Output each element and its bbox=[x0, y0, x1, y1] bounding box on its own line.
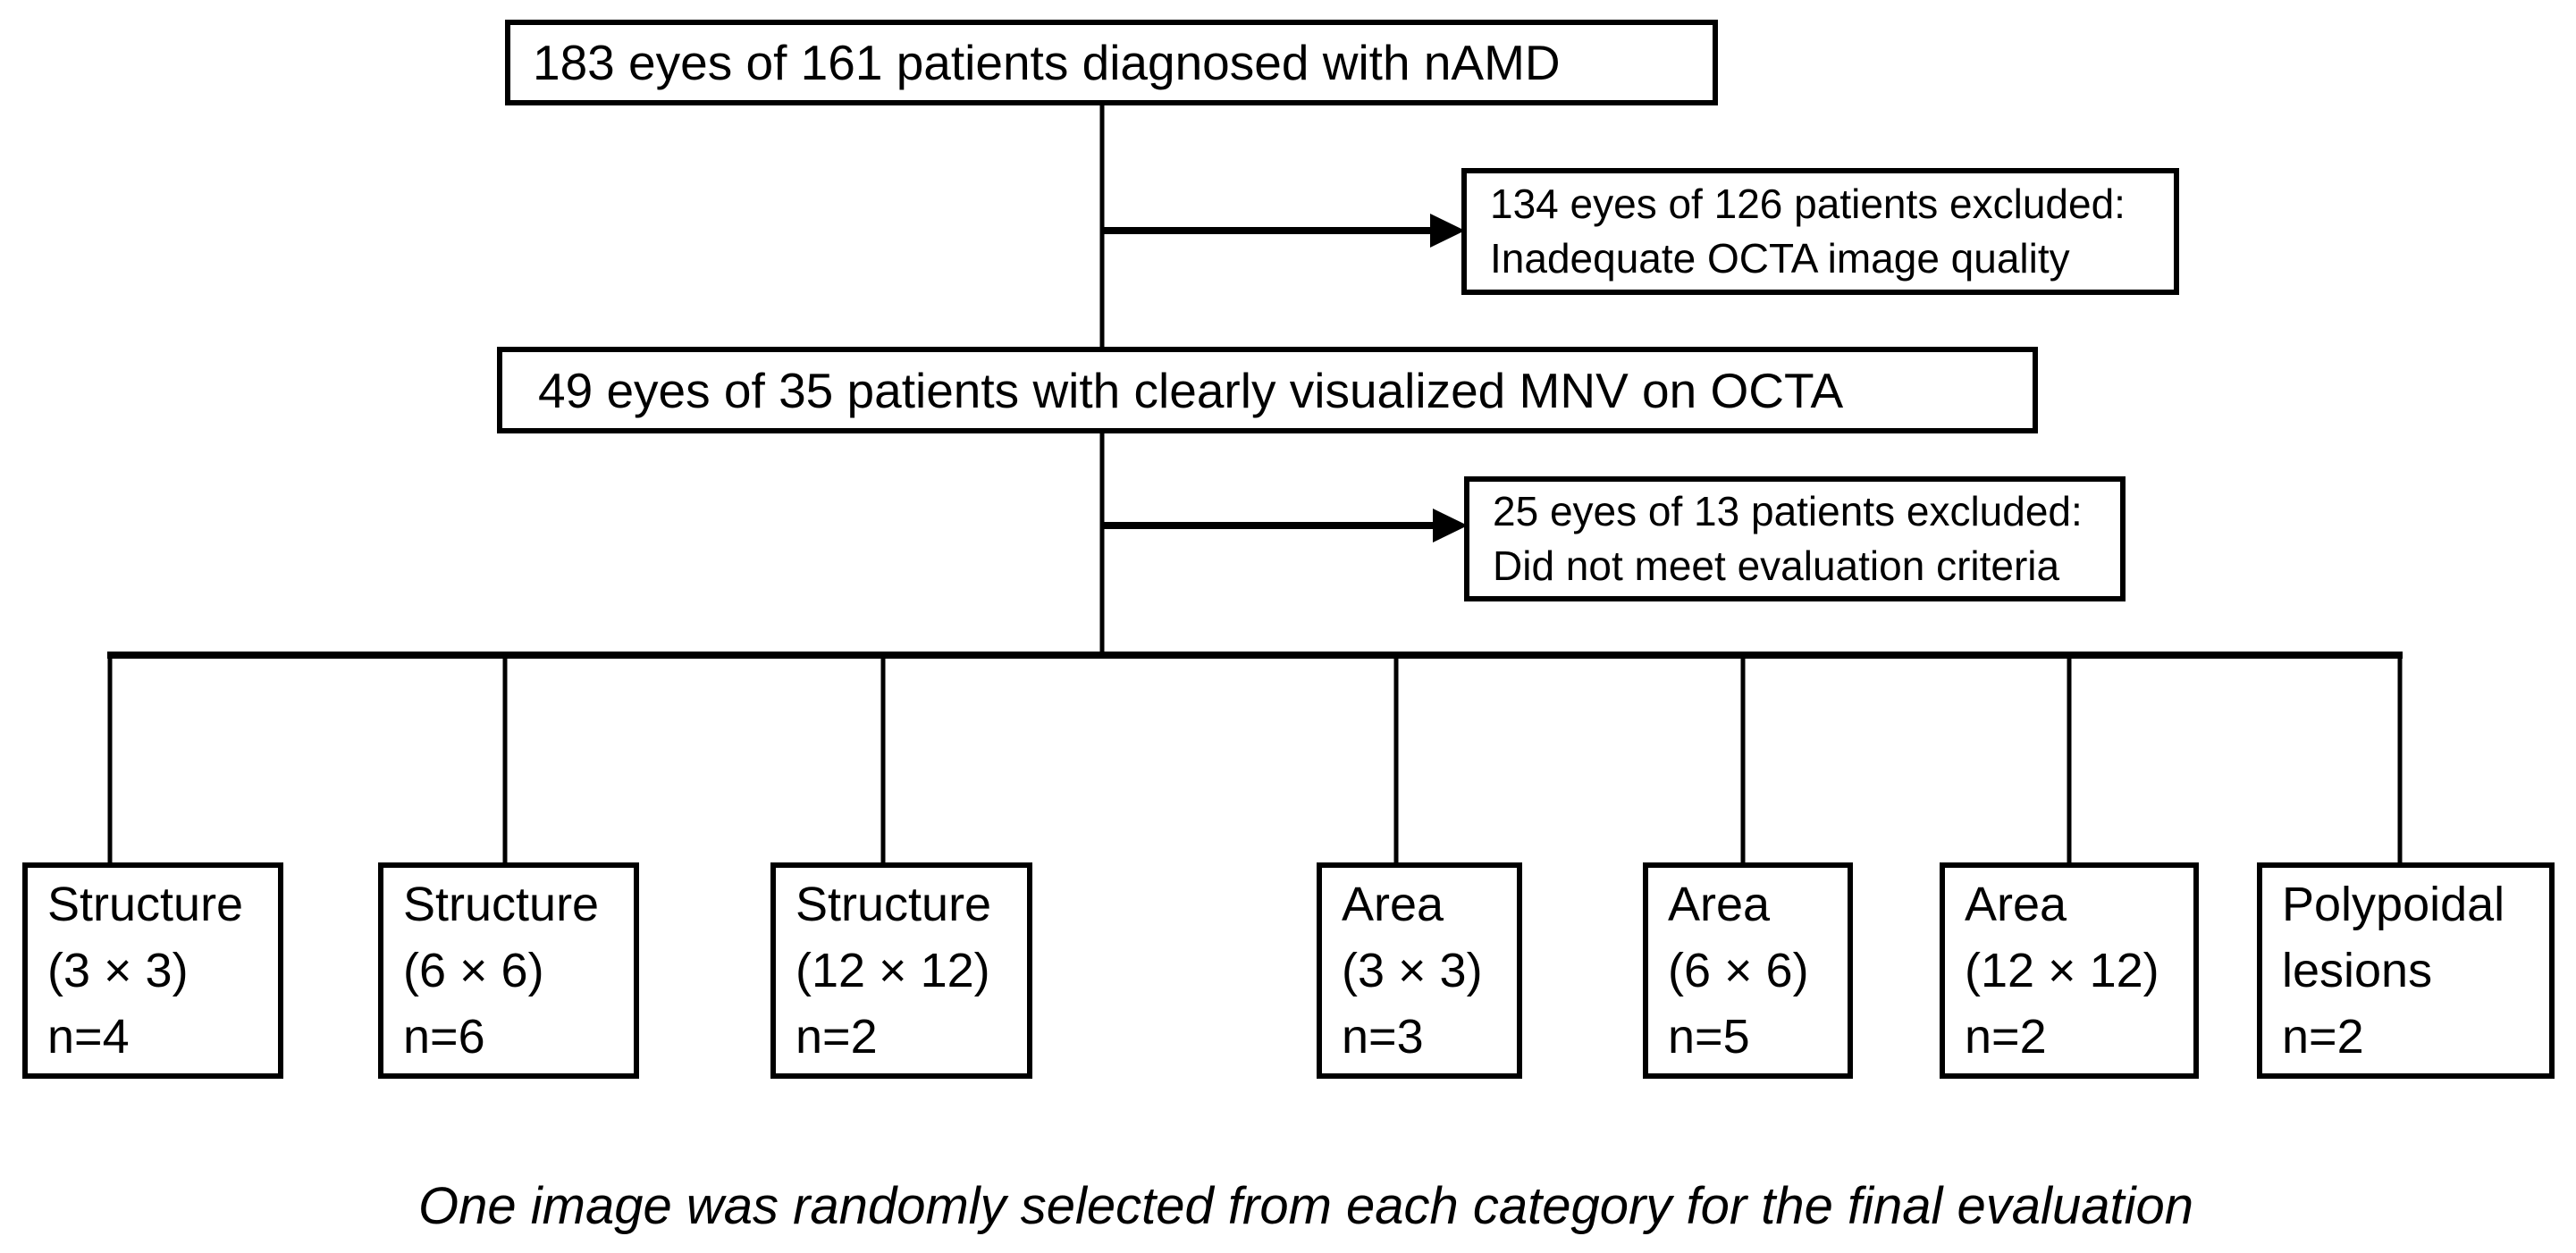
category-size: (3 × 3) bbox=[1342, 944, 1483, 997]
category-box-polypoidal-lesions: Polypoidal lesions n=2 bbox=[2257, 862, 2555, 1079]
category-size: (6 × 6) bbox=[403, 944, 544, 997]
visualized-mnv-text: 49 eyes of 35 patients with clearly visu… bbox=[538, 362, 1844, 418]
visualized-mnv-box: 49 eyes of 35 patients with clearly visu… bbox=[497, 347, 2038, 433]
category-size: (12 × 12) bbox=[796, 944, 990, 997]
excluded-criteria-line-1: 25 eyes of 13 patients excluded: bbox=[1493, 488, 2083, 534]
category-box-structure-6x6: Structure (6 × 6) n=6 bbox=[378, 862, 639, 1079]
category-size: lesions bbox=[2282, 944, 2433, 997]
category-size: (6 × 6) bbox=[1668, 944, 1809, 997]
category-box-area-12x12: Area (12 × 12) n=2 bbox=[1940, 862, 2199, 1079]
excluded-image-quality-line-1: 134 eyes of 126 patients excluded: bbox=[1490, 181, 2126, 227]
enrolled-patients-box: 183 eyes of 161 patients diagnosed with … bbox=[505, 20, 1718, 105]
category-box-structure-3x3: Structure (3 × 3) n=4 bbox=[22, 862, 283, 1079]
category-label: Structure bbox=[796, 878, 992, 931]
category-label: Area bbox=[1965, 878, 2067, 931]
exclusion-arrow-1-head bbox=[1430, 214, 1465, 248]
exclusion-arrow-2-head bbox=[1433, 509, 1468, 542]
category-count: n=5 bbox=[1668, 1010, 1750, 1064]
category-count: n=2 bbox=[796, 1010, 878, 1064]
category-label: Area bbox=[1668, 878, 1771, 931]
excluded-image-quality-line-2: Inadequate OCTA image quality bbox=[1490, 235, 2070, 282]
category-count: n=6 bbox=[403, 1010, 485, 1064]
category-count: n=4 bbox=[47, 1010, 130, 1064]
category-box-area-6x6: Area (6 × 6) n=5 bbox=[1643, 862, 1853, 1079]
category-size: (12 × 12) bbox=[1965, 944, 2159, 997]
category-count: n=3 bbox=[1342, 1010, 1424, 1064]
excluded-criteria-line-2: Did not meet evaluation criteria bbox=[1493, 542, 2060, 589]
category-label: Structure bbox=[47, 878, 244, 931]
category-count: n=2 bbox=[2282, 1010, 2364, 1064]
category-label: Area bbox=[1342, 878, 1444, 931]
enrolled-patients-text: 183 eyes of 161 patients diagnosed with … bbox=[533, 35, 1561, 90]
category-box-structure-12x12: Structure (12 × 12) n=2 bbox=[770, 862, 1032, 1079]
category-label: Structure bbox=[403, 878, 600, 931]
excluded-image-quality-box: 134 eyes of 126 patients excluded: Inade… bbox=[1461, 168, 2179, 295]
figure-caption: One image was randomly selected from eac… bbox=[418, 1177, 2193, 1235]
category-size: (3 × 3) bbox=[47, 944, 189, 997]
category-count: n=2 bbox=[1965, 1010, 2047, 1064]
excluded-criteria-box: 25 eyes of 13 patients excluded: Did not… bbox=[1464, 476, 2126, 601]
category-label: Polypoidal bbox=[2282, 878, 2505, 931]
category-box-area-3x3: Area (3 × 3) n=3 bbox=[1317, 862, 1522, 1079]
